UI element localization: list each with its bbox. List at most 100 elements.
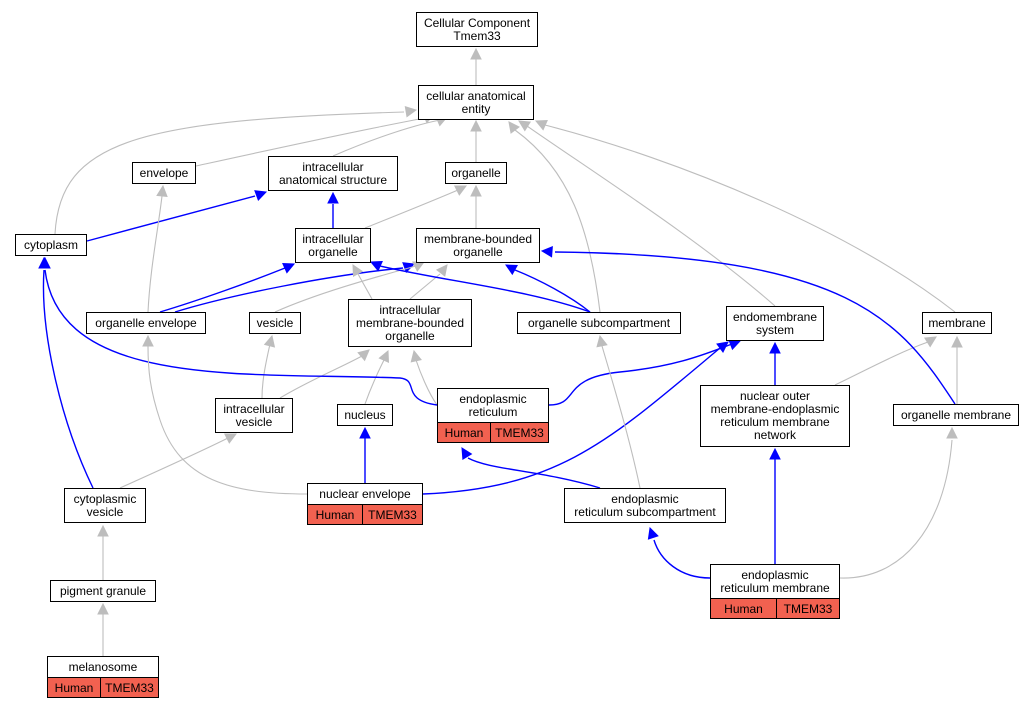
edge-line xyxy=(86,195,256,242)
edge-line xyxy=(415,359,438,406)
edge-line xyxy=(357,273,373,300)
species-cell: Human xyxy=(54,680,94,695)
edge-line xyxy=(422,347,721,495)
edge-iv-to-imbo xyxy=(279,349,370,399)
edge-arrowhead xyxy=(254,190,268,202)
node-om[interactable]: organelle membrane xyxy=(893,404,1019,426)
node-osc[interactable]: organelle subcompartment xyxy=(517,312,681,334)
edge-mbo-to-org xyxy=(470,184,482,228)
edge-line xyxy=(601,345,641,489)
edge-ias-to-cae xyxy=(332,115,449,157)
node-cae[interactable]: cellular anatomical entity xyxy=(418,85,534,120)
node-er[interactable]: endoplasmic reticulum xyxy=(437,388,549,423)
edge-arrowhead xyxy=(412,261,425,272)
node-ves[interactable]: vesicle xyxy=(249,312,301,334)
species-cell: Human xyxy=(724,601,763,616)
node-mel[interactable]: melanosome xyxy=(47,656,159,678)
edge-arrowhead xyxy=(38,256,50,269)
edge-arrowhead xyxy=(357,349,370,362)
edge-oe-to-io xyxy=(159,262,296,313)
edge-pg-to-cv xyxy=(97,524,109,580)
edge-arrowhead xyxy=(369,260,383,272)
edge-imbo-to-mbo xyxy=(409,264,448,300)
edge-arrowhead xyxy=(769,341,781,354)
edge-line xyxy=(653,539,711,579)
edge-erm-to-nom xyxy=(769,447,781,564)
edge-arrowhead xyxy=(97,602,109,615)
edge-arrowhead xyxy=(352,264,364,277)
edge-cv-to-cyt xyxy=(38,256,94,489)
node-mbo[interactable]: membrane-bounded organelle xyxy=(416,228,540,263)
edge-arrowhead xyxy=(327,191,339,204)
edge-line xyxy=(514,269,591,313)
node-io[interactable]: intracellular organelle xyxy=(295,228,371,263)
edge-mem-to-cae xyxy=(534,119,956,313)
edge-cv-to-iv xyxy=(119,433,237,489)
edge-ems-to-cae xyxy=(518,120,776,307)
edge-arrowhead xyxy=(505,264,518,276)
node-env[interactable]: envelope xyxy=(132,162,196,184)
edge-cyt-to-ias xyxy=(86,190,268,242)
edge-line xyxy=(526,125,776,307)
edge-line xyxy=(42,269,94,489)
node-ersc[interactable]: endoplasmic reticulum subcompartment xyxy=(564,488,726,523)
edge-arrowhead xyxy=(410,349,422,363)
node-iv[interactable]: intracellular vesicle xyxy=(215,398,293,433)
edge-ersc-to-er xyxy=(461,447,601,489)
node-cc[interactable]: Cellular Component Tmem33 xyxy=(416,12,538,47)
node-erm[interactable]: endoplasmic reticulum membrane xyxy=(710,564,840,599)
node-nuc[interactable]: nucleus xyxy=(337,404,393,426)
edge-arrowhead xyxy=(647,526,659,540)
edge-nom-to-mem xyxy=(834,336,937,386)
node-mem[interactable]: membrane xyxy=(922,312,992,334)
node-nom[interactable]: nuclear outer membrane-endoplasmic retic… xyxy=(700,385,850,447)
edge-line xyxy=(261,343,271,399)
edge-io-to-org xyxy=(364,185,467,229)
edge-arrowhead xyxy=(716,341,729,353)
edge-io-to-ias xyxy=(327,191,339,228)
edge-line xyxy=(544,124,956,313)
node-imbo[interactable]: intracellular membrane-bounded organelle xyxy=(348,299,472,347)
edge-line xyxy=(147,345,308,495)
edge-line xyxy=(364,189,459,229)
edge-arrowhead xyxy=(470,119,482,132)
edge-arrowhead xyxy=(97,524,109,537)
node-pg[interactable]: pigment granule xyxy=(50,580,156,602)
gene-cell: TMEM33 xyxy=(490,423,548,442)
edge-arrowhead xyxy=(540,246,553,258)
edge-nom-to-ems xyxy=(769,341,781,385)
edge-line xyxy=(467,457,601,489)
edge-arrowhead xyxy=(470,47,482,60)
edge-line xyxy=(332,119,441,157)
edge-line xyxy=(548,343,733,406)
edge-line xyxy=(409,273,441,300)
node-ias[interactable]: intracellular anatomical structure xyxy=(268,156,398,191)
edge-osc-to-io xyxy=(369,260,591,313)
edge-arrowhead xyxy=(404,105,418,118)
edge-line xyxy=(195,117,426,167)
edge-oe-to-mbo xyxy=(174,262,416,313)
node-cv[interactable]: cytoplasmic vesicle xyxy=(64,488,146,523)
edge-arrowhead xyxy=(142,334,154,347)
node-cyt[interactable]: cytoplasm xyxy=(15,234,87,256)
edge-arrowhead xyxy=(282,262,296,274)
species-cell: Human xyxy=(315,507,355,522)
node-org[interactable]: organelle xyxy=(445,162,507,184)
node-ems[interactable]: endomembrane system xyxy=(726,306,824,341)
edge-line xyxy=(364,359,385,405)
edge-line xyxy=(279,355,363,399)
edge-om-to-mbo xyxy=(540,246,956,405)
edge-arrowhead xyxy=(596,334,608,348)
edge-ne-to-ems xyxy=(422,341,729,495)
node-oe[interactable]: organelle envelope xyxy=(86,312,206,334)
edge-erm-to-ersc xyxy=(647,526,711,579)
gene-cell: TMEM33 xyxy=(100,678,158,697)
edge-arrowhead xyxy=(156,184,168,198)
edge-cyt-to-cae xyxy=(54,105,418,235)
edge-om-to-mem xyxy=(951,335,963,404)
node-ne[interactable]: nuclear envelope xyxy=(307,483,423,505)
edge-line xyxy=(119,437,229,489)
edge-arrowhead xyxy=(728,339,742,351)
